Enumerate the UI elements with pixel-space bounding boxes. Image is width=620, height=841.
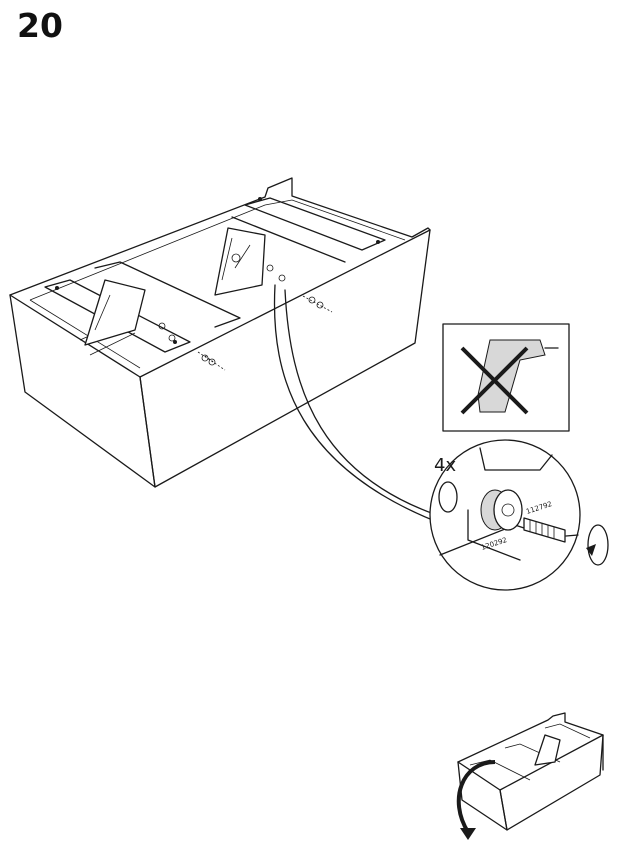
rotate-arrow-icon <box>586 524 609 566</box>
fitting-detail <box>429 439 581 591</box>
flip-over-arrow-icon <box>456 760 496 840</box>
flip-preview-cabinet <box>457 712 604 831</box>
quantity-label: 4x <box>434 455 456 476</box>
cabinet-frame <box>9 177 453 526</box>
step-number: 20 <box>17 6 63 45</box>
no-power-drill-icon <box>442 323 570 432</box>
